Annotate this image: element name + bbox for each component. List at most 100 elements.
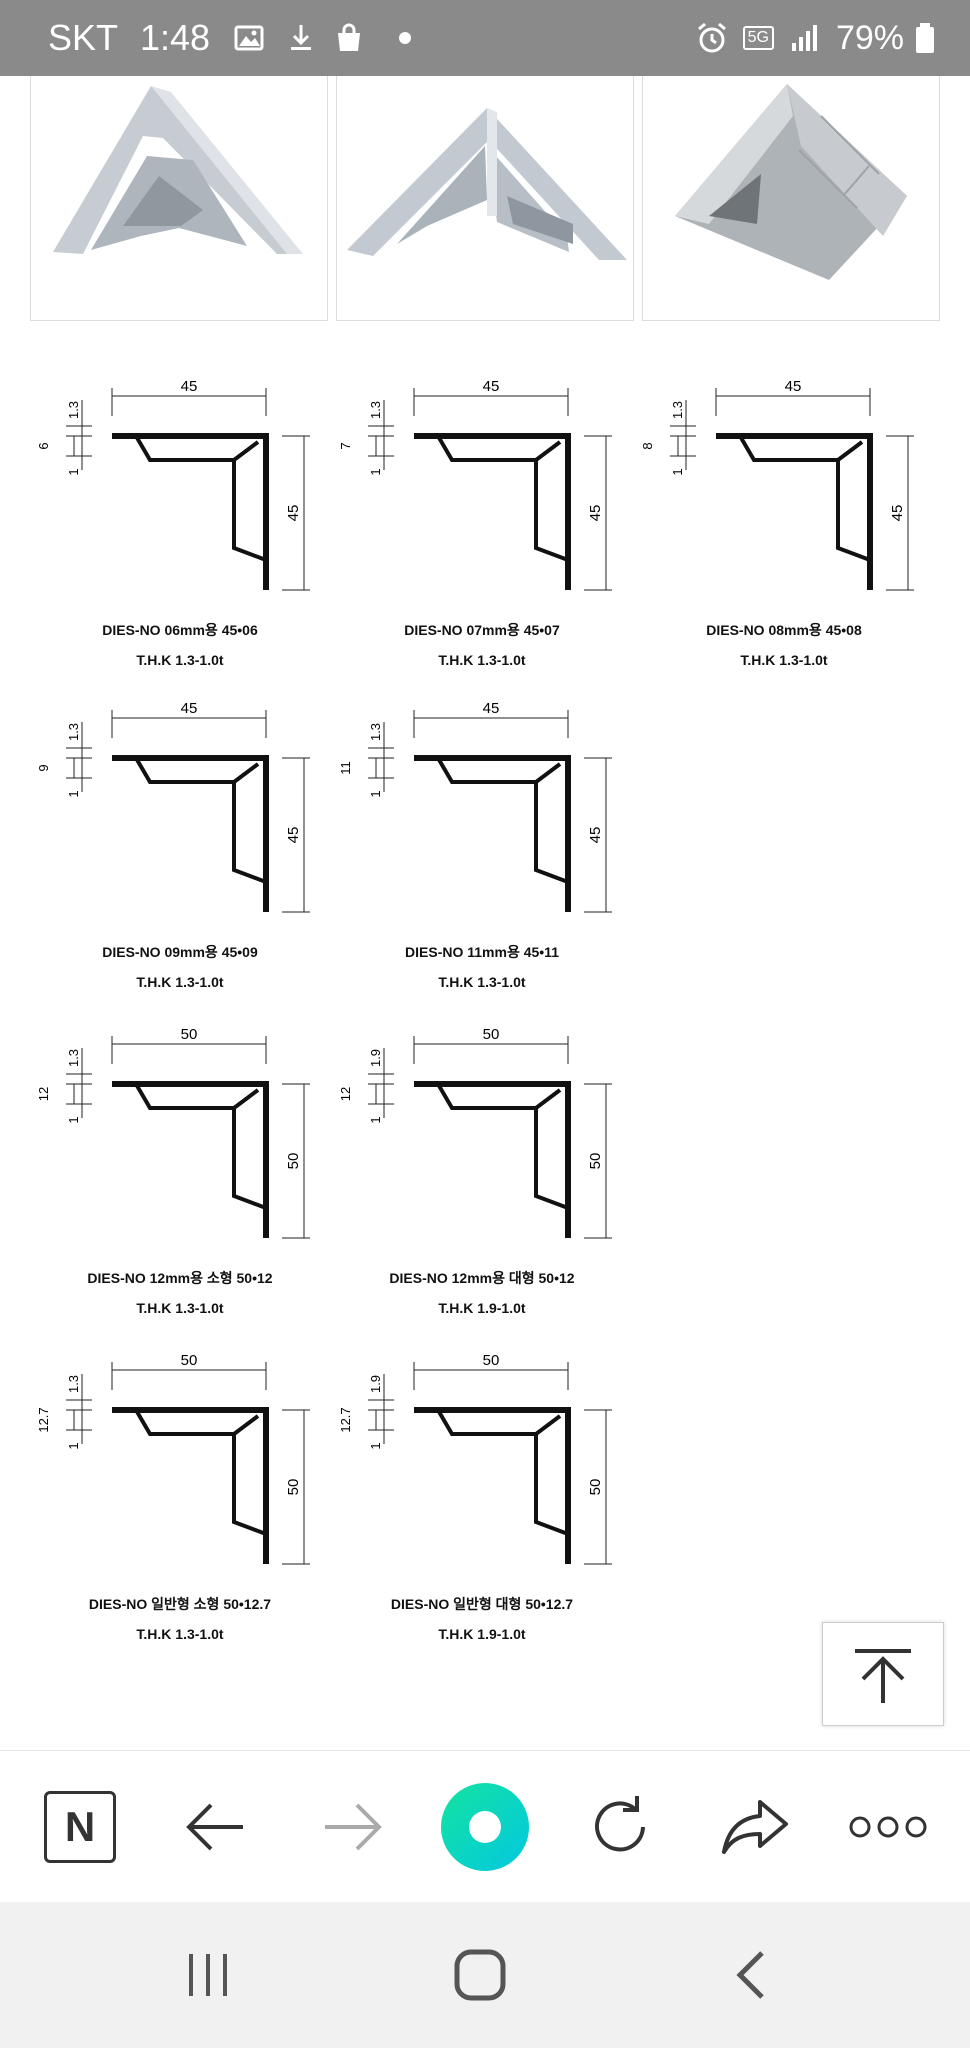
battery-percent: 79% — [835, 18, 904, 57]
recents-button[interactable] — [148, 1902, 268, 2048]
profile-inner-side — [534, 1434, 569, 1536]
signal-icon — [791, 25, 817, 51]
height-label: 45 — [285, 505, 302, 522]
profile-outer — [112, 755, 269, 912]
status-bar: SKT 1:48 5G 79% — [0, 0, 970, 76]
thk-label: T.H.K 1.3-1.0t — [438, 974, 526, 990]
height-label: 45 — [587, 827, 604, 844]
width-label: 45 — [483, 700, 500, 717]
chevron-left-icon — [736, 1951, 764, 1999]
thk-label: T.H.K 1.3-1.0t — [136, 1626, 224, 1642]
dot-icon — [399, 32, 412, 44]
thickness-bot-label: 1 — [66, 468, 81, 475]
dies-label: DIES-NO 12mm용 대형 50•12 — [389, 1270, 575, 1286]
profile-outer — [112, 433, 269, 590]
thickness-bot-label: 1 — [670, 468, 685, 475]
width-label: 50 — [181, 1026, 198, 1043]
thickness-mid-label: 12.7 — [338, 1407, 353, 1432]
thk-label: T.H.K 1.9-1.0t — [438, 1626, 526, 1642]
thickness-top-label: 1.3 — [368, 723, 383, 741]
dies-label: DIES-NO 일반형 대형 50•12.7 — [390, 1596, 574, 1612]
thickness-mid-label: 9 — [36, 764, 51, 771]
naver-logo: N — [64, 1803, 96, 1850]
width-label: 45 — [181, 378, 198, 395]
more-button[interactable] — [828, 1751, 948, 1903]
thickness-mid-label: 11 — [338, 761, 353, 775]
profile-inner-top — [436, 1082, 562, 1110]
home-button[interactable]: N — [20, 1751, 140, 1903]
width-label: 45 — [785, 378, 802, 395]
reload-button[interactable] — [560, 1751, 680, 1903]
more-icon — [849, 1816, 927, 1838]
thickness-top-label: 1.3 — [368, 401, 383, 419]
thickness-top-label: 1.3 — [66, 1049, 81, 1067]
profile-outer — [716, 433, 873, 590]
product-photos — [30, 76, 940, 322]
reload-icon — [595, 1796, 645, 1852]
profile-inner-top — [436, 434, 562, 462]
battery-icon — [916, 23, 934, 53]
profile-inner-side — [232, 782, 267, 884]
thickness-bot-label: 1 — [66, 1442, 81, 1449]
thickness-top-label: 1.3 — [66, 1375, 81, 1393]
profile-inner-top — [134, 756, 260, 784]
profile-inner-side — [534, 460, 569, 562]
back-arrow-icon — [186, 1803, 243, 1851]
width-label: 45 — [483, 378, 500, 395]
thickness-bot-label: 1 — [368, 468, 383, 475]
dies-label: DIES-NO 07mm용 45•07 — [404, 622, 560, 638]
width-label: 50 — [483, 1352, 500, 1369]
back-button[interactable] — [156, 1751, 276, 1903]
thickness-top-label: 1.9 — [368, 1375, 383, 1393]
thickness-mid-label: 8 — [640, 442, 655, 449]
profile-inner-side — [836, 460, 871, 562]
width-label: 50 — [181, 1352, 198, 1369]
profile-inner-top — [436, 756, 562, 784]
height-label: 50 — [285, 1479, 302, 1496]
dies-label: DIES-NO 일반형 소형 50•12.7 — [88, 1596, 272, 1612]
dies-label: DIES-NO 08mm용 45•08 — [706, 622, 862, 638]
product-photo-3 — [642, 76, 940, 321]
scroll-top-button[interactable] — [822, 1622, 944, 1726]
thickness-top-label: 1.3 — [66, 401, 81, 419]
profile-inner-top — [738, 434, 864, 462]
height-label: 45 — [285, 827, 302, 844]
thickness-bot-label: 1 — [368, 790, 383, 797]
recents-icon — [189, 1954, 227, 1996]
browser-toolbar: N — [0, 1750, 970, 1903]
back-system-button[interactable] — [692, 1902, 812, 2048]
profile-inner-side — [232, 1434, 267, 1536]
width-label: 45 — [181, 700, 198, 717]
height-label: 50 — [587, 1479, 604, 1496]
thk-label: T.H.K 1.3-1.0t — [740, 652, 828, 668]
thickness-top-label: 1.3 — [66, 723, 81, 741]
thk-label: T.H.K 1.3-1.0t — [136, 652, 224, 668]
share-button[interactable] — [696, 1751, 816, 1903]
green-dot-button[interactable] — [425, 1751, 545, 1903]
green-dot-icon — [441, 1783, 529, 1871]
download-icon — [291, 25, 312, 50]
profile-inner-top — [134, 1408, 260, 1436]
forward-button[interactable] — [292, 1751, 412, 1903]
network-type: 5G — [742, 26, 774, 50]
home-system-button[interactable] — [420, 1902, 540, 2048]
profile-inner-side — [232, 460, 267, 562]
